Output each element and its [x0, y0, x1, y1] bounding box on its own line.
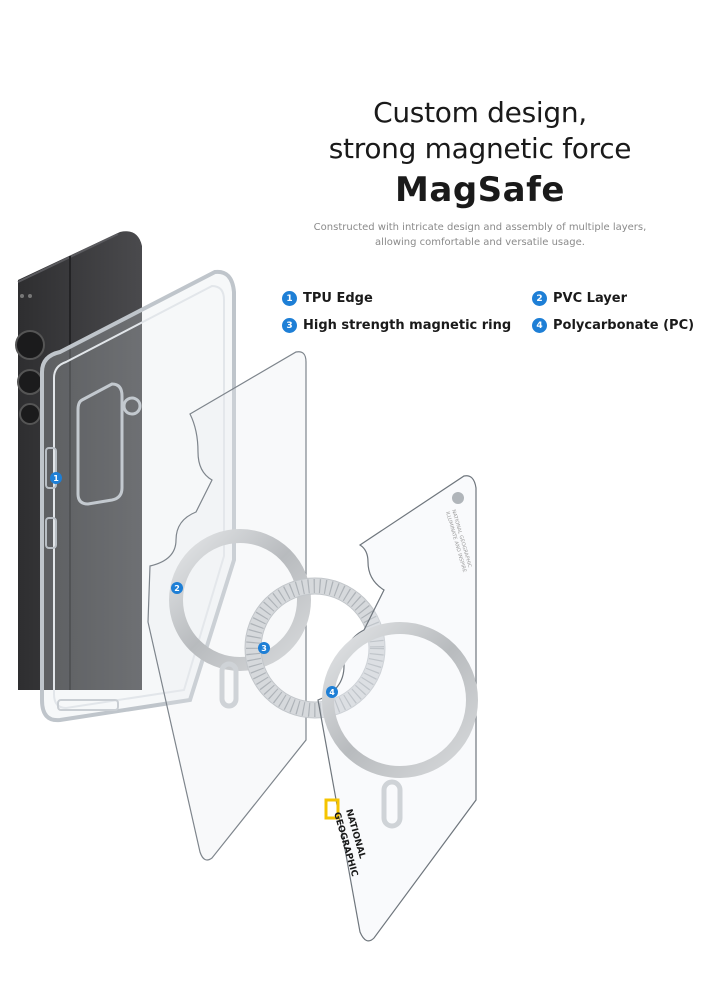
- layer-legend-item-4: 4 Polycarbonate (PC): [532, 318, 694, 333]
- layer-legend-label: PVC Layer: [553, 291, 628, 306]
- headline-line-1: Custom design,: [373, 96, 587, 129]
- callout-badge-1: 1: [50, 472, 62, 484]
- svg-text:2: 2: [174, 584, 180, 593]
- layer-legend-label: TPU Edge: [303, 291, 373, 306]
- svg-text:3: 3: [261, 644, 267, 653]
- polycarbonate-back-plate: NATIONAL GEOGRAPHIC NATIONAL GEOGRAPHIC …: [317, 475, 478, 942]
- number-badge-icon: 2: [532, 291, 547, 306]
- phone-device: [15, 231, 142, 691]
- layer-legend-label: High strength magnetic ring: [303, 318, 512, 333]
- callout-badge-4: 4: [326, 686, 338, 698]
- magnetic-ring: [244, 577, 386, 719]
- svg-text:4: 4: [329, 688, 335, 697]
- subtitle-line-2: allowing comfortable and versatile usage…: [375, 237, 585, 248]
- pvc-layer-sheet: [147, 351, 311, 861]
- subtitle-line-1: Constructed with intricate design and as…: [313, 222, 647, 233]
- callout-badge-3: 3: [258, 642, 270, 654]
- layer-legend-item-3: 3 High strength magnetic ring: [282, 318, 511, 333]
- callout-badge-2: 2: [171, 582, 183, 594]
- layer-legend-label: Polycarbonate (PC): [553, 318, 695, 333]
- headline-line-2: strong magnetic force: [328, 132, 632, 165]
- headline-brand: MagSafe: [395, 170, 565, 210]
- number-badge-icon: 3: [282, 318, 297, 333]
- layer-legend-item-1: 1 TPU Edge: [282, 291, 373, 306]
- subtitle: Constructed with intricate design and as…: [300, 220, 660, 250]
- tpu-edge-frame: [40, 269, 236, 723]
- svg-text:1: 1: [53, 474, 59, 483]
- layer-legend-item-2: 2 PVC Layer: [532, 291, 627, 306]
- number-badge-icon: 4: [532, 318, 547, 333]
- number-badge-icon: 1: [282, 291, 297, 306]
- national-geographic-logo-icon: [324, 798, 340, 820]
